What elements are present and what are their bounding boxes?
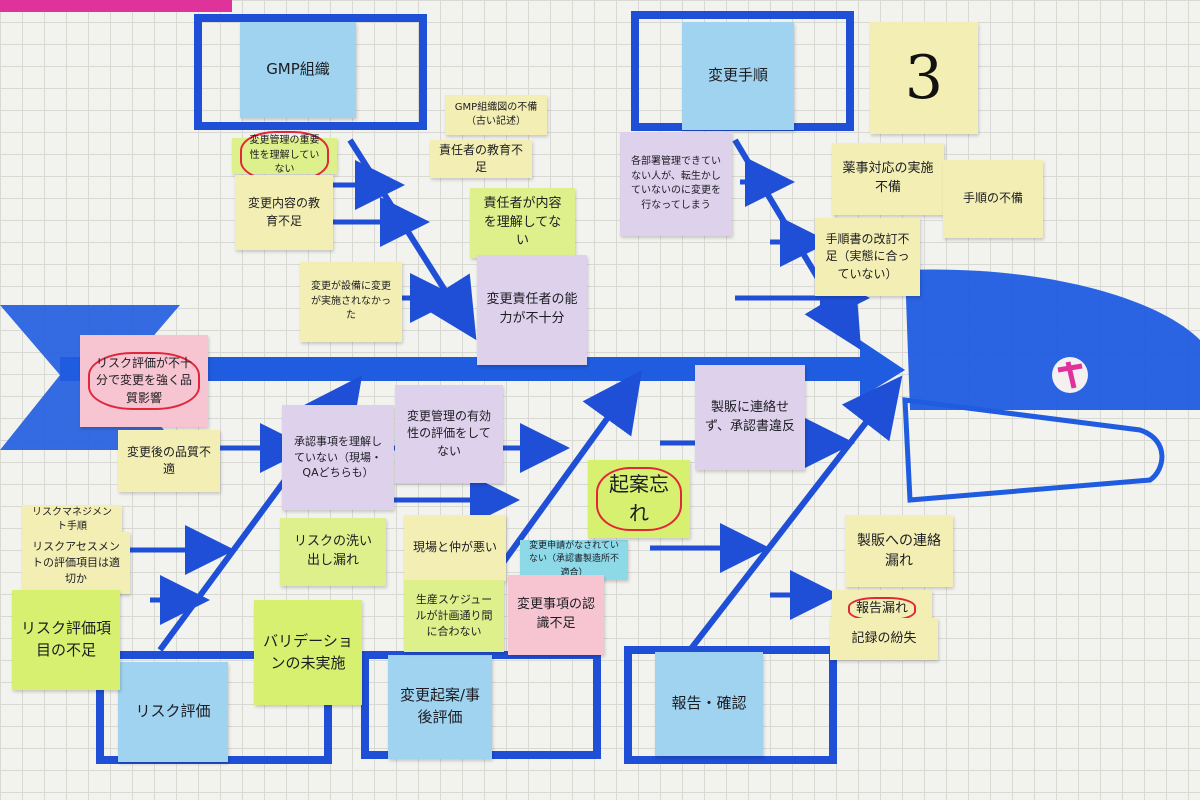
note-change-eval: 変更管理の有効性の評価をしてない (395, 385, 503, 483)
category-report-confirm: 報告・確認 (655, 652, 763, 756)
note-responsible-no-understand: 責任者が内容を理解してない (470, 188, 575, 258)
fish-head (905, 269, 1200, 410)
note-proposal-forgot: 起案忘れ (588, 460, 690, 538)
category-gmp-org: GMP組織 (240, 22, 356, 118)
spine-arrowhead (860, 340, 905, 398)
note-change-not-performed: 変更が設備に変更が実施されなかった (300, 262, 402, 342)
note-site-communication: 現場と仲が悪い (404, 515, 506, 581)
box-gmp (194, 14, 427, 130)
category-risk-evaluation: リスク評価 (118, 662, 228, 762)
note-change-content-edu: 変更内容の教育不足 (235, 175, 333, 250)
note-risk-insufficient: リスク評価が不十分で変更を強く品質影響 (80, 335, 208, 427)
pink-tape (0, 0, 232, 12)
note-sales-comm-missing: 製販への連絡漏れ (845, 515, 953, 587)
note-risk-procedure: リスクマネジメント手順 (22, 505, 122, 535)
note-change-application: 変更申請がなされていない（承認書製造所不適合） (520, 540, 628, 580)
note-quality-after-change: 変更後の品質不適 (118, 430, 220, 492)
category-change-procedure: 変更手順 (682, 22, 794, 130)
note-risk-identification: リスクの洗い出し漏れ (280, 518, 386, 586)
note-approval-items: 承認事項を理解していない（現場・QAどちらも） (282, 405, 394, 510)
category-change-proposal: 変更起案/事後評価 (388, 655, 492, 759)
note-schedule: 生産スケジュールが計画通り間に合わない (404, 580, 504, 652)
box-report (624, 646, 837, 764)
note-sales-notice-violation: 製販に連絡せず、承認書違反 (695, 365, 805, 470)
note-risk-items-insufficient: リスク評価項目の不足 (12, 590, 120, 690)
note-change-mgmt-importance: 変更管理の重要性を理解していない (232, 131, 337, 181)
fish-jaw (902, 397, 1165, 503)
note-gmp-chart-old: GMP組織図の不備（古い記述） (445, 95, 547, 135)
note-responsible-edu: 責任者の教育不足 (430, 140, 532, 178)
note-manual-revision: 手順書の改訂不足（実態に合っていない） (815, 218, 920, 296)
note-procedure-violation: 各部署管理できていない人が、転生かしていないのに変更を行なってしまう (620, 132, 732, 236)
note-reg-action-incomplete: 薬事対応の実施不備 (832, 143, 944, 215)
note-risk-assessment-items: リスクアセスメントの評価項目は適切か (22, 532, 130, 594)
note-responsible-capability: 変更責任者の能力が不十分 (477, 255, 587, 365)
board-number: 3 (870, 22, 978, 134)
fish-eye-mark (1057, 361, 1083, 389)
bone-report (687, 375, 903, 652)
note-procedure-flaw: 手順の不備 (943, 160, 1043, 238)
note-change-recognition: 変更事項の認識不足 (508, 575, 604, 655)
note-record-lost: 記録の紛失 (830, 618, 938, 660)
note-validation-not-done: バリデーションの未実施 (254, 600, 362, 705)
